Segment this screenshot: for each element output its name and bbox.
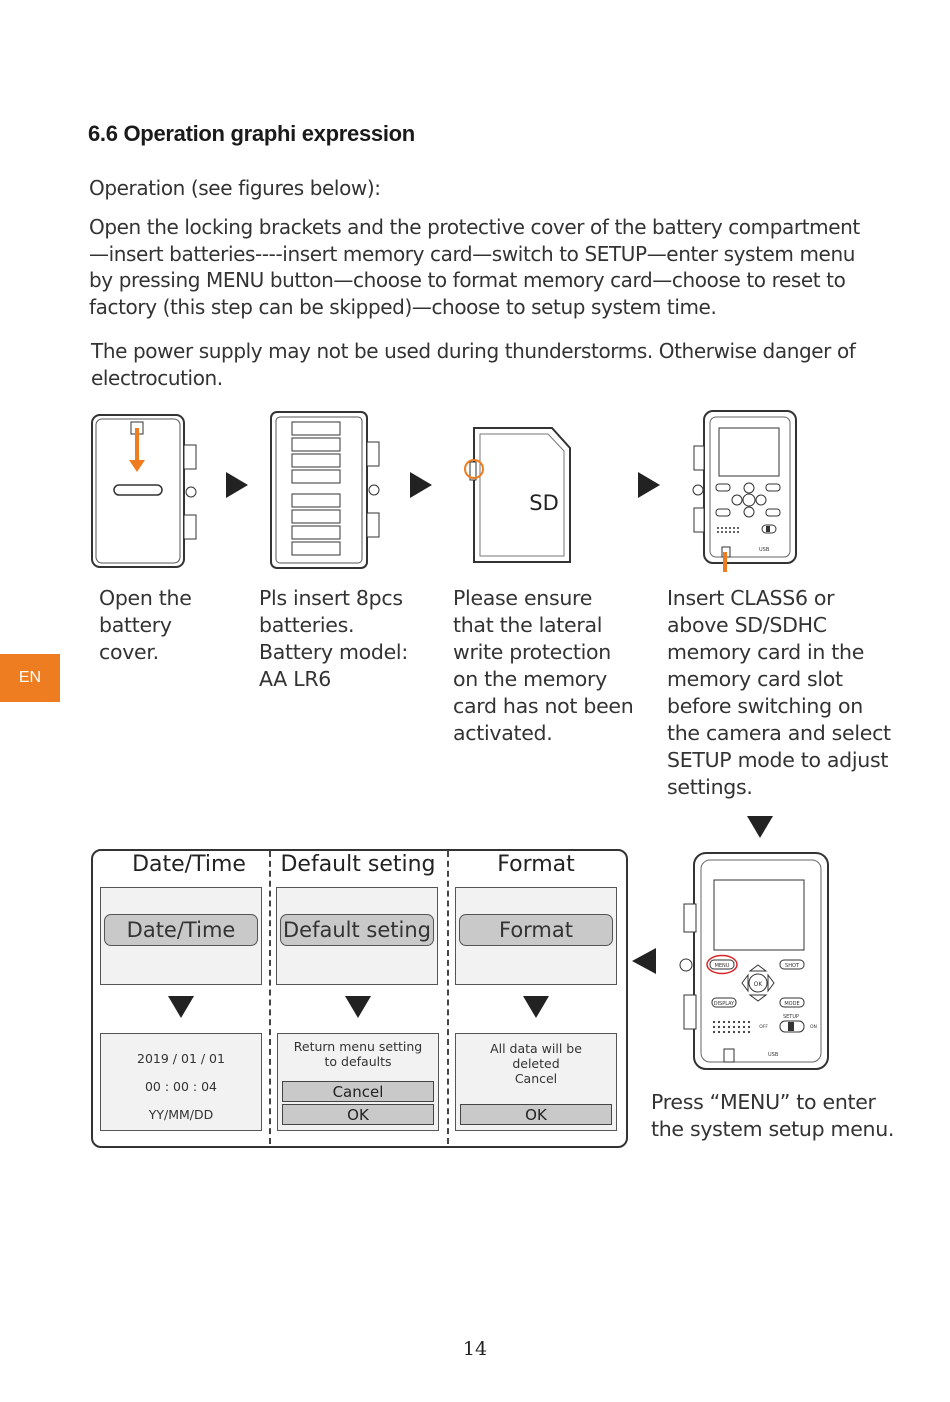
datetime-detail-screen: 2019 / 01 / 01 00 : 00 : 04 YY/MM/DD [100, 1033, 262, 1131]
page-number: 14 [462, 1338, 488, 1360]
date-format-value[interactable]: YY/MM/DD [148, 1107, 214, 1122]
message-line: deleted [512, 1056, 560, 1071]
caption-line: Please ensure [453, 586, 593, 610]
caption-line: Battery model: [259, 640, 408, 664]
caption-line: the camera and select [667, 721, 891, 745]
warning-paragraph: The power supply may not be used during … [91, 338, 891, 391]
ok-button[interactable]: OK [282, 1104, 434, 1125]
caption-line: that the lateral [453, 613, 603, 637]
battery-compartment-figure [270, 411, 380, 569]
arrow-down-icon [345, 996, 371, 1018]
caption-line: Open the [99, 586, 192, 610]
warning-line: electrocution. [91, 365, 223, 390]
setup-label: SETUP [783, 1014, 799, 1020]
caption-line: on the memory [453, 667, 607, 691]
caption-line: AA LR6 [259, 667, 332, 691]
caption-line: SETUP mode to adjust [667, 748, 889, 772]
battery-cover-figure [91, 414, 197, 568]
menu-button-label: MENU [715, 963, 730, 969]
format-message: All data will be deleted Cancel [456, 1041, 616, 1086]
message-line: to defaults [324, 1054, 392, 1069]
caption-line: the system setup menu. [651, 1117, 895, 1141]
format-confirm-screen: All data will be deleted Cancel OK [455, 1033, 617, 1131]
message-line: All data will be [490, 1041, 582, 1056]
menu-item-default-setting[interactable]: Default seting [280, 914, 434, 946]
steps-paragraph: Open the locking brackets and the protec… [89, 214, 889, 320]
caption-line: cover. [99, 640, 159, 664]
steps-line: factory (this step can be skipped)—choos… [89, 294, 717, 319]
caption-line: Insert CLASS6 or [667, 586, 835, 610]
shot-label: SHOT [785, 963, 800, 969]
menu-screen-format: Format [455, 887, 617, 985]
message-line: Return menu setting [293, 1039, 423, 1054]
caption-line: batteries. [259, 613, 355, 637]
menu-item-datetime[interactable]: Date/Time [104, 914, 258, 946]
column-divider [269, 851, 271, 1144]
camera-menu-figure: OK MENU SHOT DISPLAY MODE SETUP OFF ON U… [679, 852, 829, 1070]
ok-button[interactable]: OK [460, 1104, 612, 1125]
caption-line: before switching on [667, 694, 863, 718]
arrow-down-icon [523, 996, 549, 1018]
column-title-default: Default seting [280, 852, 436, 877]
menu-screen-default: Default seting [276, 887, 438, 985]
time-value[interactable]: 00 : 00 : 04 [144, 1079, 218, 1094]
column-divider [447, 851, 449, 1144]
arrow-down-icon [747, 816, 773, 838]
warning-line: The power supply may not be used during … [91, 339, 856, 363]
caption-line: Pls insert 8pcs [259, 586, 403, 610]
off-label: OFF [759, 1024, 768, 1030]
caption-write-protection: Please ensure that the lateral write pro… [453, 585, 634, 747]
caption-line: memory card in the [667, 640, 865, 664]
column-title-datetime: Date/Time [132, 852, 246, 877]
mode-label: MODE [784, 1001, 799, 1007]
cancel-option[interactable]: Cancel [514, 1071, 558, 1086]
steps-line: by pressing MENU button—choose to format… [89, 268, 846, 292]
cancel-button[interactable]: Cancel [282, 1081, 434, 1102]
default-confirm-screen: Return menu setting to defaults Cancel O… [277, 1033, 439, 1131]
usb-label: USB [759, 547, 770, 553]
arrow-left-icon [632, 948, 656, 974]
intro-text: Operation (see figures below): [89, 176, 381, 200]
caption-insert-batteries: Pls insert 8pcs batteries. Battery model… [259, 585, 408, 693]
sd-card-figure: SD [464, 427, 571, 563]
sd-label: SD [529, 491, 559, 515]
caption-line: settings. [667, 775, 753, 799]
caption-line: write protection [453, 640, 611, 664]
ok-label: OK [754, 981, 764, 988]
arrow-right-icon [410, 472, 432, 498]
menu-screen-datetime: Date/Time [100, 887, 262, 985]
steps-line: —insert batteries----insert memory card—… [89, 241, 856, 266]
camera-setup-figure: USB [692, 410, 797, 572]
on-label: ON [810, 1024, 817, 1030]
caption-insert-card: Insert CLASS6 or above SD/SDHC memory ca… [667, 585, 891, 801]
display-label: DISPLAY [714, 1001, 735, 1007]
caption-line: activated. [453, 721, 553, 745]
caption-line: Press “MENU” to enter [651, 1090, 876, 1114]
menu-flow-panel [91, 849, 628, 1148]
section-heading: 6.6 Operation graphi expression [88, 121, 415, 146]
default-message: Return menu setting to defaults [278, 1039, 438, 1069]
caption-press-menu: Press “MENU” to enter the system setup m… [651, 1089, 894, 1143]
date-value[interactable]: 2019 / 01 / 01 [137, 1051, 225, 1066]
caption-open-cover: Open the battery cover. [99, 585, 192, 666]
caption-line: card has not been [453, 694, 634, 718]
arrow-down-icon [168, 996, 194, 1018]
steps-line: Open the locking brackets and the protec… [89, 215, 860, 239]
caption-line: above SD/SDHC [667, 613, 827, 637]
language-tab: EN [0, 654, 60, 702]
arrow-right-icon [638, 472, 660, 498]
caption-line: battery [99, 613, 172, 637]
caption-line: memory card slot [667, 667, 843, 691]
usb-label: USB [768, 1052, 779, 1058]
column-title-format: Format [497, 852, 575, 877]
menu-item-format[interactable]: Format [459, 914, 613, 946]
arrow-right-icon [226, 472, 248, 498]
